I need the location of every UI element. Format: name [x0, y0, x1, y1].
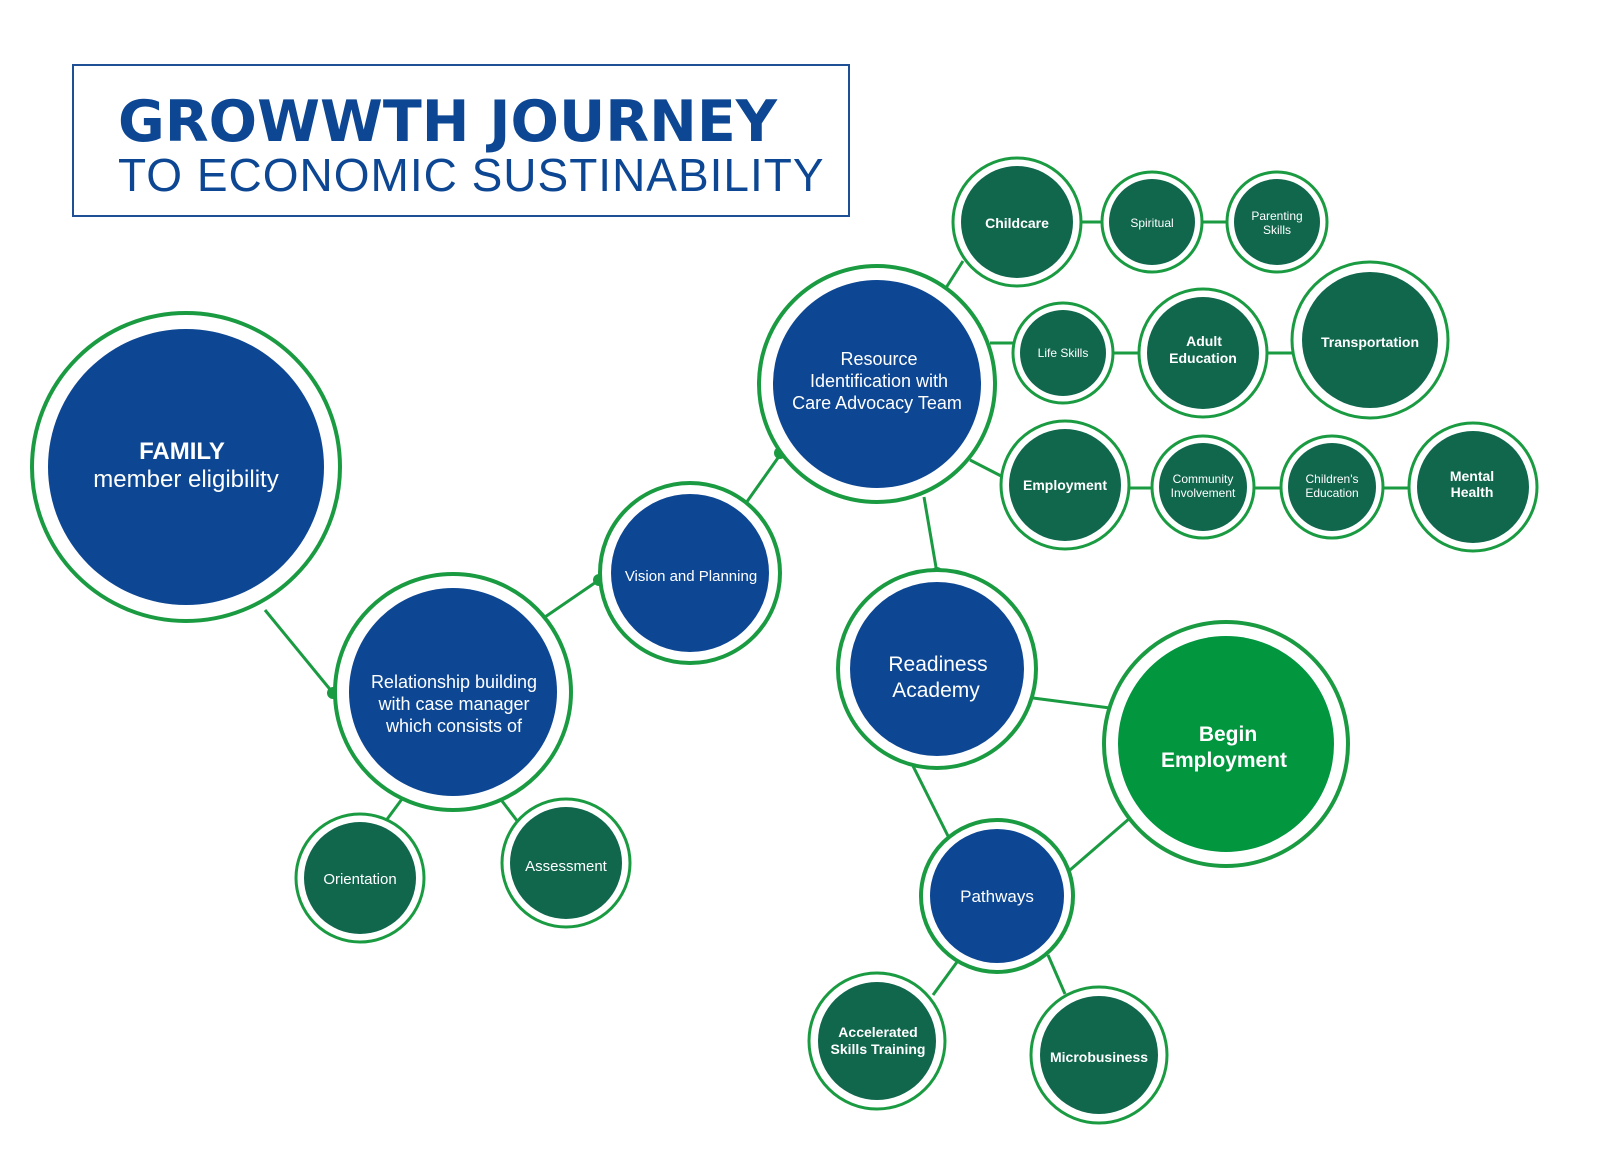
node-life-skills: Life Skills: [1011, 301, 1115, 405]
title-subtitle: TO ECONOMIC SUSTINABILITY: [118, 149, 825, 201]
node-microbusiness: Microbusiness: [1029, 985, 1169, 1125]
node-employment-label: Employment: [1023, 477, 1107, 493]
node-childrens-line2: Education: [1305, 486, 1358, 500]
node-relationship-line1: Relationship building: [371, 672, 537, 692]
connector-relationship-assessment: [500, 800, 520, 823]
node-resource-line3: Care Advocacy Team: [792, 393, 962, 413]
node-community-line1: Community: [1173, 472, 1234, 486]
node-relationship-line3: which consists of: [385, 716, 523, 736]
node-orientation-label: Orientation: [323, 871, 396, 888]
node-accelerated-skills-training: Accelerated Skills Training: [807, 971, 947, 1111]
title-box: GROWWTH JOURNEY TO ECONOMIC SUSTINABILIT…: [72, 64, 850, 217]
node-resource-line1: Resource: [840, 349, 917, 369]
node-parenting-skills: Parenting Skills: [1225, 170, 1329, 274]
node-family: FAMILY member eligibility: [30, 311, 342, 623]
node-transportation-label: Transportation: [1321, 334, 1419, 350]
connector-resource-readiness: [922, 496, 939, 574]
node-vision-planning: Vision and Planning: [598, 481, 782, 665]
node-community-line2: Involvement: [1171, 486, 1236, 500]
connector-readiness-pathways: [911, 765, 950, 837]
node-begin-employment-line1: Begin: [1199, 723, 1257, 746]
node-readiness-line1: Readiness: [888, 653, 987, 676]
connector-resource-employment: [969, 458, 1006, 480]
node-adult-education-line1: Adult: [1186, 333, 1222, 349]
node-parenting-line1: Parenting: [1251, 209, 1302, 223]
node-begin-employment: Begin Employment: [1102, 620, 1350, 868]
node-childrens-education: Children's Education: [1279, 434, 1385, 540]
connector-readiness-begin: [1032, 696, 1111, 710]
node-pathways-label: Pathways: [960, 887, 1034, 906]
node-assessment: Assessment: [500, 797, 632, 929]
node-mental-health: Mental Health: [1407, 421, 1539, 553]
title-main: GROWWTH JOURNEY: [118, 89, 778, 155]
connector-resource-childcare: [942, 260, 965, 292]
node-begin-employment-line2: Employment: [1161, 749, 1287, 772]
node-family-bold: FAMILY: [139, 438, 225, 465]
node-employment: Employment: [999, 419, 1131, 551]
node-parenting-line2: Skills: [1263, 223, 1291, 237]
connector-relationship-vision: [544, 578, 600, 619]
node-microbusiness-label: Microbusiness: [1050, 1049, 1148, 1065]
connector-vision-resource: [744, 454, 782, 504]
node-relationship-line2: with case manager: [377, 694, 529, 714]
node-childcare: Childcare: [951, 156, 1083, 288]
node-assessment-label: Assessment: [525, 858, 608, 875]
node-childcare-label: Childcare: [985, 215, 1049, 231]
connectors: [263, 220, 1410, 996]
node-mental-health-line1: Mental: [1450, 468, 1494, 484]
node-mental-health-line2: Health: [1451, 484, 1494, 500]
node-life-skills-label: Life Skills: [1038, 346, 1089, 360]
node-resource-line2: Identification with: [810, 371, 948, 391]
node-resource-identification: Resource Identification with Care Advoca…: [757, 264, 997, 504]
node-childrens-line1: Children's: [1306, 472, 1359, 486]
node-vision-label: Vision and Planning: [625, 568, 757, 585]
node-accelerated-line2: Skills Training: [831, 1041, 926, 1057]
connector-begin-pathways: [1069, 816, 1131, 872]
node-pathways: Pathways: [919, 818, 1075, 974]
node-spiritual: Spiritual: [1100, 170, 1204, 274]
node-orientation: Orientation: [294, 812, 426, 944]
node-readiness-line2: Academy: [892, 679, 980, 702]
connector-pathways-microbusiness: [1046, 954, 1067, 995]
node-family-label: member eligibility: [93, 466, 278, 493]
node-adult-education-line2: Education: [1169, 350, 1237, 366]
node-relationship-building: Relationship building with case manager …: [333, 572, 573, 812]
node-adult-education: Adult Education: [1137, 287, 1269, 419]
node-community-involvement: Community Involvement: [1150, 434, 1256, 540]
node-readiness-academy: Readiness Academy: [836, 568, 1038, 770]
node-accelerated-line1: Accelerated: [838, 1024, 917, 1040]
connector-relationship-orientation: [383, 798, 404, 823]
node-transportation: Transportation: [1290, 260, 1450, 420]
connector-pathways-accelerated: [931, 961, 959, 996]
connector-family-relationship: [263, 609, 335, 694]
node-spiritual-label: Spiritual: [1130, 216, 1173, 230]
